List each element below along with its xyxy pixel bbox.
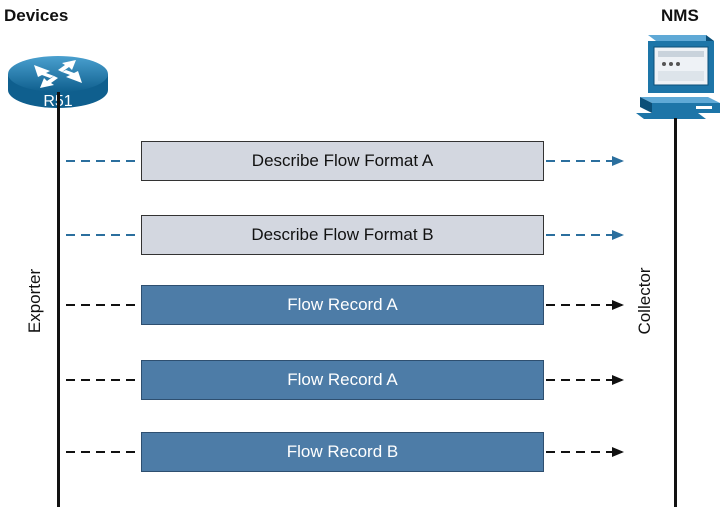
flow-record-box: Flow Record B bbox=[141, 432, 544, 472]
exporter-timeline bbox=[57, 92, 60, 507]
nms-header: NMS bbox=[661, 6, 699, 25]
collector-timeline bbox=[674, 118, 677, 507]
computer-icon bbox=[636, 35, 720, 119]
devices-header: Devices bbox=[4, 6, 69, 25]
flow-record-box: Flow Record A bbox=[141, 360, 544, 400]
template-box-format-a: Describe Flow Format A bbox=[141, 141, 544, 181]
flow-record-box: Flow Record A bbox=[141, 285, 544, 325]
router-icon: R51 bbox=[8, 56, 108, 110]
template-box-format-b: Describe Flow Format B bbox=[141, 215, 544, 255]
